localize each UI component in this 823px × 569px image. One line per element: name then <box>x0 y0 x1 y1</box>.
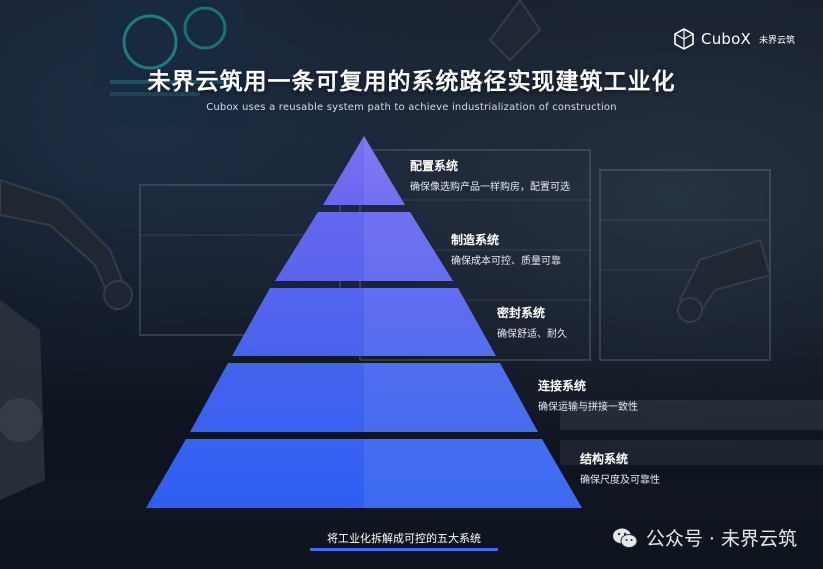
caption-underline <box>310 548 498 551</box>
level-desc: 确保运输与拼接一致性 <box>538 402 638 413</box>
level-label-sealing: 密封系统 确保舒适、耐久 <box>497 304 567 340</box>
wechat-watermark: 公众号 · 未界云筑 <box>612 524 797 551</box>
brand-name: CuboX <box>701 30 751 48</box>
level-title: 连接系统 <box>538 379 587 393</box>
watermark-text: 公众号 · 未界云筑 <box>645 528 797 550</box>
level-label-structure: 结构系统 确保尺度及可靠性 <box>580 450 660 486</box>
wechat-icon <box>612 528 638 548</box>
level-title: 密封系统 <box>497 306 546 320</box>
level-desc: 确保成本可控、质量可靠 <box>451 256 561 267</box>
pyramid-level-1 <box>323 136 405 205</box>
pyramid-level-2 <box>275 212 453 281</box>
brand-logo: CuboX 未界云筑 <box>673 28 795 50</box>
level-desc: 确保舒适、耐久 <box>497 329 567 340</box>
level-title: 配置系统 <box>410 159 459 173</box>
level-desc: 确保像选购产品一样购房，配置可选 <box>410 182 570 193</box>
pyramid-level-4 <box>190 363 538 432</box>
page-subtitle: Cubox uses a reusable system path to ach… <box>206 102 617 113</box>
cube-logo-icon <box>674 28 694 50</box>
level-title: 制造系统 <box>451 233 500 247</box>
level-label-manufacturing: 制造系统 确保成本可控、质量可靠 <box>451 231 561 267</box>
level-desc: 确保尺度及可靠性 <box>580 475 660 486</box>
brand-name-cn: 未界云筑 <box>758 35 795 46</box>
pyramid-caption: 将工业化拆解成可控的五大系统 <box>327 532 481 545</box>
pyramid-level-5 <box>146 439 582 508</box>
pyramid-level-3 <box>232 288 496 356</box>
level-label-config: 配置系统 确保像选购产品一样购房，配置可选 <box>410 157 570 193</box>
page-title: 未界云筑用一条可复用的系统路径实现建筑工业化 <box>147 69 676 95</box>
level-label-connection: 连接系统 确保运输与拼接一致性 <box>538 377 638 413</box>
level-title: 结构系统 <box>580 452 629 466</box>
